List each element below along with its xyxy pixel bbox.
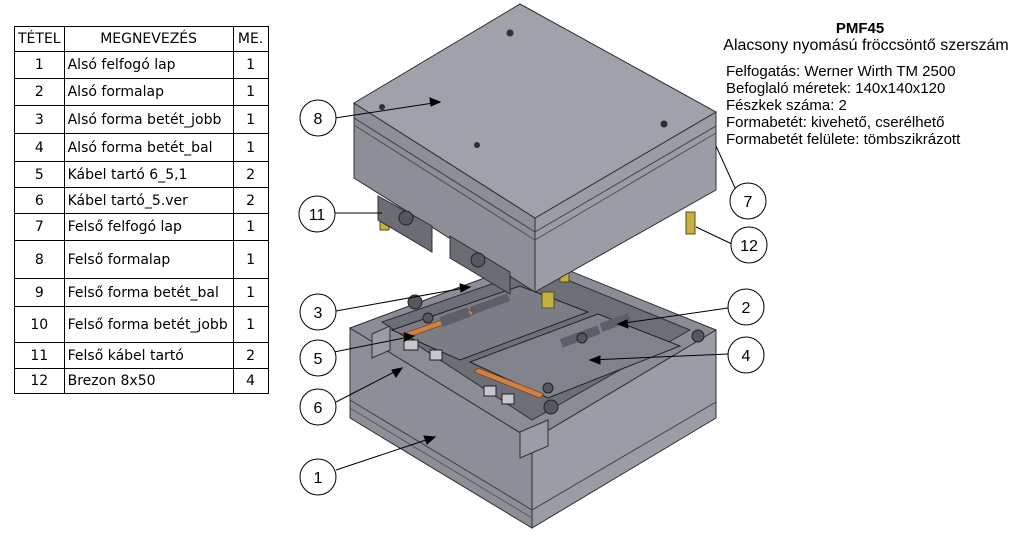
table-row: 8 Felső formalap 1 bbox=[14, 240, 269, 279]
item-quantity: 2 bbox=[232, 342, 269, 369]
item-number: 7 bbox=[14, 213, 65, 241]
spec-list: Felfogatás: Werner Wirth TM 2500 Befogla… bbox=[726, 63, 1020, 148]
svg-text:4: 4 bbox=[742, 348, 751, 365]
header-item-number: TÉTEL bbox=[14, 26, 65, 52]
item-number: 9 bbox=[14, 278, 65, 307]
item-quantity: 1 bbox=[232, 51, 269, 79]
spec-cavity-count: Fészkek száma: 2 bbox=[726, 97, 847, 114]
callout-7: 7 bbox=[729, 182, 767, 220]
table-row: 2 Alsó formalap 1 bbox=[14, 78, 269, 106]
item-number: 1 bbox=[14, 51, 65, 79]
item-number: 12 bbox=[14, 368, 65, 394]
item-number: 8 bbox=[14, 240, 65, 279]
item-number: 2 bbox=[14, 78, 65, 106]
svg-text:6: 6 bbox=[314, 400, 323, 417]
item-name: Alsó forma betét_bal bbox=[63, 133, 234, 162]
parts-list-table: TÉTEL MEGNEVEZÉS ME. 1 Alsó felfogó lap … bbox=[14, 26, 269, 394]
callout-3: 3 bbox=[299, 293, 337, 331]
item-quantity: 1 bbox=[232, 213, 269, 241]
item-name: Felső forma betét_jobb bbox=[63, 306, 234, 343]
spec-insert-surface: Formabetét felülete: tömbszikrázott bbox=[726, 131, 961, 148]
lower-mold-half bbox=[348, 257, 718, 529]
item-number: 11 bbox=[14, 342, 65, 369]
svg-text:3: 3 bbox=[314, 305, 323, 322]
item-name: Kábel tartó_5.ver bbox=[63, 187, 234, 214]
item-name: Felső formalap bbox=[63, 240, 234, 279]
item-quantity: 4 bbox=[232, 368, 269, 394]
svg-text:1: 1 bbox=[314, 470, 323, 487]
svg-text:12: 12 bbox=[740, 238, 758, 255]
product-subtitle: Alacsony nyomású fröccsöntő szerszám bbox=[723, 37, 1009, 54]
item-number: 10 bbox=[14, 306, 65, 343]
leader-lines bbox=[333, 97, 737, 471]
item-quantity: 1 bbox=[232, 306, 269, 343]
table-row: 9 Felső forma betét_bal 1 bbox=[14, 278, 269, 307]
item-quantity: 1 bbox=[232, 240, 269, 279]
item-number: 3 bbox=[14, 105, 65, 134]
svg-text:2: 2 bbox=[742, 300, 751, 317]
item-name: Felső felfogó lap bbox=[63, 213, 234, 241]
item-name: Alsó forma betét_jobb bbox=[63, 105, 234, 134]
item-quantity: 1 bbox=[232, 78, 269, 106]
table-row: 11 Felső kábel tartó 2 bbox=[14, 342, 269, 369]
header-name: MEGNEVEZÉS bbox=[63, 26, 234, 52]
table-row: 7 Felső felfogó lap 1 bbox=[14, 213, 269, 241]
item-name: Felső kábel tartó bbox=[63, 342, 234, 369]
table-row: 12 Brezon 8x50 4 bbox=[14, 368, 269, 394]
svg-text:8: 8 bbox=[314, 111, 323, 128]
svg-text:11: 11 bbox=[309, 207, 326, 224]
callout-8: 8 bbox=[299, 99, 337, 137]
callout-circles: 8 11 7 12 3 2 5 4 6 1 bbox=[298, 99, 768, 496]
item-number: 6 bbox=[14, 187, 65, 214]
product-title: PMF45 bbox=[835, 20, 885, 37]
upper-mold-half bbox=[353, 3, 718, 295]
item-name: Alsó formalap bbox=[63, 78, 234, 106]
spec-insert: Formabetét: kivehető, cserélhető bbox=[726, 114, 945, 131]
item-name: Alsó felfogó lap bbox=[63, 51, 234, 79]
header-quantity: ME. bbox=[232, 26, 269, 52]
callout-1: 1 bbox=[299, 458, 337, 496]
item-quantity: 1 bbox=[232, 105, 269, 134]
callout-12: 12 bbox=[730, 226, 768, 264]
item-quantity: 2 bbox=[232, 187, 269, 214]
item-name: Kábel tartó 6_5,1 bbox=[63, 161, 234, 188]
item-number: 4 bbox=[14, 133, 65, 162]
table-row: 3 Alsó forma betét_jobb 1 bbox=[14, 105, 269, 134]
item-quantity: 2 bbox=[232, 161, 269, 188]
spec-mounting: Felfogatás: Werner Wirth TM 2500 bbox=[726, 63, 956, 80]
svg-text:7: 7 bbox=[744, 194, 753, 211]
spec-dimensions: Befoglaló méretek: 140x140x120 bbox=[726, 80, 946, 97]
table-header-row: TÉTEL MEGNEVEZÉS ME. bbox=[14, 26, 269, 52]
item-name: Brezon 8x50 bbox=[63, 368, 234, 394]
callout-6: 6 bbox=[299, 388, 337, 426]
item-quantity: 1 bbox=[232, 278, 269, 307]
item-number: 5 bbox=[14, 161, 65, 188]
callout-2: 2 bbox=[727, 288, 765, 326]
svg-text:5: 5 bbox=[314, 351, 323, 368]
callout-5: 5 bbox=[299, 339, 337, 377]
table-row: 5 Kábel tartó 6_5,1 2 bbox=[14, 161, 269, 188]
product-info-block: PMF45 Alacsony nyomású fröccsöntő szersz… bbox=[660, 20, 1020, 148]
table-row: 1 Alsó felfogó lap 1 bbox=[14, 51, 269, 79]
table-row: 6 Kábel tartó_5.ver 2 bbox=[14, 187, 269, 214]
table-row: 4 Alsó forma betét_bal 1 bbox=[14, 133, 269, 162]
table-row: 10 Felső forma betét_jobb 1 bbox=[14, 306, 269, 343]
item-quantity: 1 bbox=[232, 133, 269, 162]
callout-4: 4 bbox=[727, 336, 765, 374]
item-name: Felső forma betét_bal bbox=[63, 278, 234, 307]
callout-11: 11 bbox=[298, 195, 336, 233]
